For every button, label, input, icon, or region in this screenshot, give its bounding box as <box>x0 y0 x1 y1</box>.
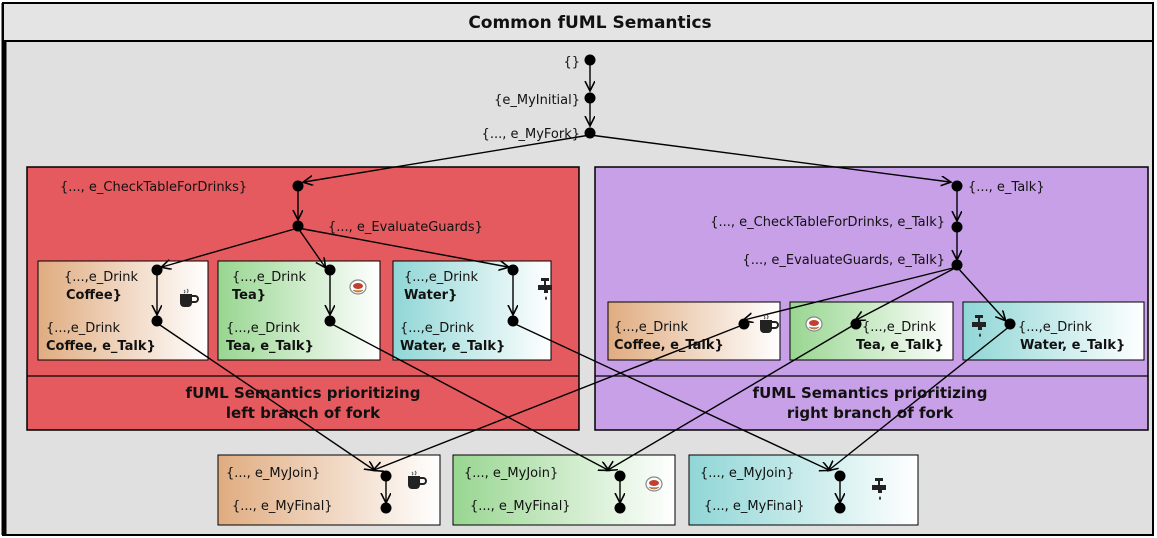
svg-text:Coffee, e_Talk}: Coffee, e_Talk} <box>614 338 724 353</box>
label-empty-set: {} <box>563 55 580 70</box>
node-start <box>584 54 596 66</box>
svg-text:Coffee, e_Talk}: Coffee, e_Talk} <box>46 339 156 354</box>
svg-text:Water, e_Talk}: Water, e_Talk} <box>400 339 505 354</box>
bottom-coffee-box <box>217 454 441 526</box>
label-bottom-water-join: {..., e_MyJoin} <box>700 466 794 481</box>
node-right-check <box>951 221 963 233</box>
svg-text:{...,e_Drink: {...,e_Drink <box>232 270 307 285</box>
left-section-title-1: fUML Semantics prioritizing <box>186 384 421 402</box>
svg-text:Tea, e_Talk}: Tea, e_Talk} <box>226 339 314 354</box>
label-right-check: {..., e_CheckTableForDrinks, e_Talk} <box>710 215 945 230</box>
node-left-water-talk <box>507 315 519 327</box>
coffee-cup-icon <box>180 288 199 307</box>
label-left-coffee-a2: Coffee} <box>66 288 122 303</box>
coffee-cup-icon <box>760 314 779 333</box>
svg-text:{...,e_Drink: {...,e_Drink <box>64 270 139 285</box>
node-left-water <box>507 264 519 276</box>
node-final-coffee <box>380 502 392 514</box>
label-right-evaluate: {..., e_EvaluateGuards, e_Talk} <box>742 253 945 268</box>
node-join-water <box>834 470 846 482</box>
label-fork: {..., e_MyFork} <box>482 127 580 142</box>
svg-text:Tea, e_Talk}: Tea, e_Talk} <box>856 338 944 353</box>
left-water-box <box>392 260 552 361</box>
node-join-tea <box>614 470 626 482</box>
label-bottom-coffee-join: {..., e_MyJoin} <box>226 466 320 481</box>
label-bottom-tea-final: {..., e_MyFinal} <box>470 499 571 514</box>
diagram-title: Common fUML Semantics <box>468 13 711 33</box>
node-final-water <box>834 502 846 514</box>
node-left-coffee <box>151 264 163 276</box>
nodes <box>151 54 1016 514</box>
node-join-coffee <box>380 470 392 482</box>
svg-text:Water}: Water} <box>404 288 457 303</box>
label-left-water-b1: {...,e_Drink <box>400 321 475 336</box>
label-left-tea-b1: {...,e_Drink <box>226 321 301 336</box>
label-left-coffee-b2: Coffee, e_Talk} <box>46 339 156 354</box>
svg-text:{...,e_Drink: {...,e_Drink <box>614 320 689 335</box>
right-water-box <box>962 301 1145 361</box>
title-bar <box>2 2 1154 42</box>
right-coffee-box <box>607 301 781 361</box>
label-right-tea-b2: Tea, e_Talk} <box>856 338 944 353</box>
right-section-title-1: fUML Semantics prioritizing <box>753 384 988 402</box>
label-left-check: {..., e_CheckTableForDrinks} <box>60 180 247 195</box>
svg-text:Water, e_Talk}: Water, e_Talk} <box>1020 338 1125 353</box>
label-left-water-b2: Water, e_Talk} <box>400 339 505 354</box>
left-section-title-2: left branch of fork <box>226 404 381 422</box>
edges <box>157 64 1011 502</box>
tea-cup-icon <box>645 476 663 492</box>
svg-text:{...,e_Drink: {...,e_Drink <box>46 321 121 336</box>
label-left-coffee-a1: {...,e_Drink <box>64 270 139 285</box>
svg-text:{...,e_Drink: {...,e_Drink <box>404 270 479 285</box>
node-right-evaluate <box>951 259 963 271</box>
node-right-coffee-talk <box>738 318 750 330</box>
node-left-evaluate <box>292 220 304 232</box>
label-left-evaluate: {..., e_EvaluateGuards} <box>328 220 483 235</box>
svg-text:{...,e_Drink: {...,e_Drink <box>400 321 475 336</box>
node-left-tea <box>324 264 336 276</box>
bottom-tea-box <box>452 454 676 526</box>
node-fork <box>584 127 596 139</box>
coffee-cup-icon <box>408 470 427 489</box>
label-bottom-water-final: {..., e_MyFinal} <box>704 499 805 514</box>
water-tap-icon <box>872 478 886 500</box>
svg-text:{...,e_Drink: {...,e_Drink <box>862 320 937 335</box>
label-left-coffee-b1: {...,e_Drink <box>46 321 121 336</box>
node-right-talk <box>951 180 963 192</box>
water-tap-icon <box>538 278 552 300</box>
node-left-coffee-talk <box>151 315 163 327</box>
label-bottom-tea-join: {..., e_MyJoin} <box>464 466 558 481</box>
label-left-water-a2: Water} <box>404 288 457 303</box>
node-right-tea-talk <box>850 318 862 330</box>
right-section-title-2: right branch of fork <box>787 404 954 422</box>
label-right-tea-b1: {...,e_Drink <box>862 320 937 335</box>
label-right-water-b1: {...,e_Drink <box>1018 320 1093 335</box>
tea-cup-icon <box>349 279 367 295</box>
label-bottom-coffee-final: {..., e_MyFinal} <box>232 499 333 514</box>
water-tap-icon <box>972 315 986 337</box>
label-left-tea-a2: Tea} <box>232 288 266 303</box>
label-left-tea-b2: Tea, e_Talk} <box>226 339 314 354</box>
node-final-tea <box>614 502 626 514</box>
label-right-coffee-b1: {...,e_Drink <box>614 320 689 335</box>
label-right-water-b2: Water, e_Talk} <box>1020 338 1125 353</box>
node-left-tea-talk <box>324 315 336 327</box>
tea-cup-icon <box>805 316 823 332</box>
svg-text:Tea}: Tea} <box>232 288 266 303</box>
svg-text:{...,e_Drink: {...,e_Drink <box>1018 320 1093 335</box>
left-tea-box <box>217 260 381 361</box>
left-coffee-box <box>37 260 209 361</box>
label-left-tea-a1: {...,e_Drink <box>232 270 307 285</box>
node-right-water-talk <box>1004 318 1016 330</box>
label-left-water-a1: {...,e_Drink <box>404 270 479 285</box>
svg-text:{...,e_Drink: {...,e_Drink <box>226 321 301 336</box>
label-initial: {e_MyInitial} <box>494 93 580 108</box>
node-initial <box>584 92 596 104</box>
svg-text:Coffee}: Coffee} <box>66 288 122 303</box>
label-right-talk: {..., e_Talk} <box>968 180 1045 195</box>
node-left-check <box>292 180 304 192</box>
label-right-coffee-b2: Coffee, e_Talk} <box>614 338 724 353</box>
right-section <box>594 166 1149 431</box>
